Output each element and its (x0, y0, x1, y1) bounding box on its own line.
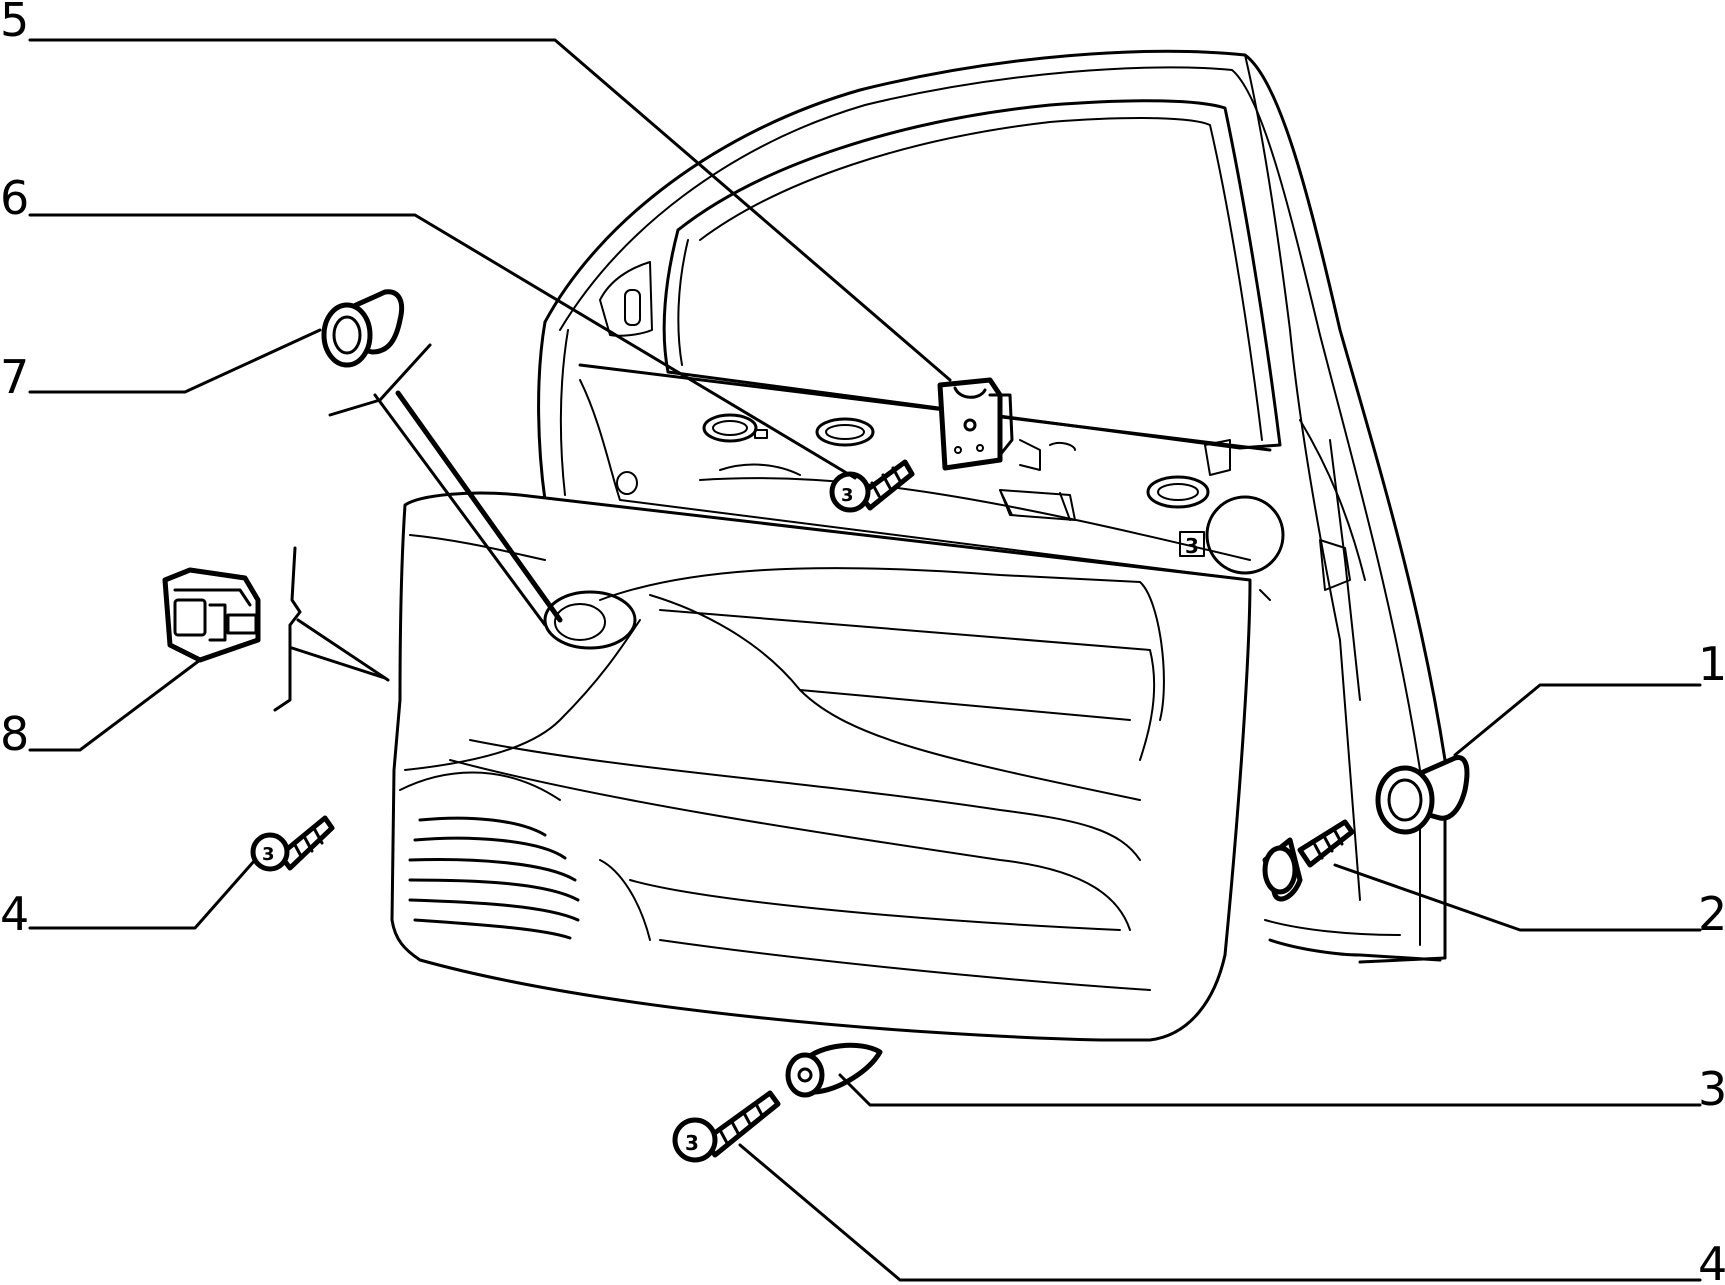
svg-text:3: 3 (262, 844, 275, 865)
callout-7: 7 (0, 350, 29, 404)
push-rivet-part-7 (321, 289, 405, 368)
clip-block-part-8 (162, 567, 261, 663)
callout-6: 6 (0, 171, 29, 225)
reference-brackets (273, 343, 563, 712)
speaker-grille (408, 816, 580, 940)
svg-text:3: 3 (841, 485, 854, 506)
plastic-nut-part-3 (785, 1042, 883, 1098)
callout-8: 8 (0, 707, 29, 761)
callout-3: 3 (1698, 1062, 1725, 1116)
door-marking-label: 3 (1185, 534, 1199, 558)
screw-part-6: 3 (829, 459, 915, 513)
callout-4-left: 4 (0, 887, 29, 941)
screw-part-4-left: 3 (250, 815, 335, 872)
metal-clip-part-5 (937, 377, 1014, 471)
clip-screw-part-2 (1262, 819, 1355, 902)
door-frame: 3 (537, 49, 1447, 964)
screw-part-4-bottom: 3 (672, 1090, 781, 1163)
push-rivet-part-1 (1375, 755, 1470, 835)
callout-4-bottom: 4 (1698, 1237, 1725, 1285)
callout-2: 2 (1698, 887, 1725, 941)
callout-1: 1 (1698, 637, 1725, 691)
leader-lines (28, 38, 1702, 1282)
callout-5: 5 (0, 0, 29, 47)
svg-text:3: 3 (685, 1131, 699, 1155)
door-trim-panel (390, 491, 1271, 1042)
